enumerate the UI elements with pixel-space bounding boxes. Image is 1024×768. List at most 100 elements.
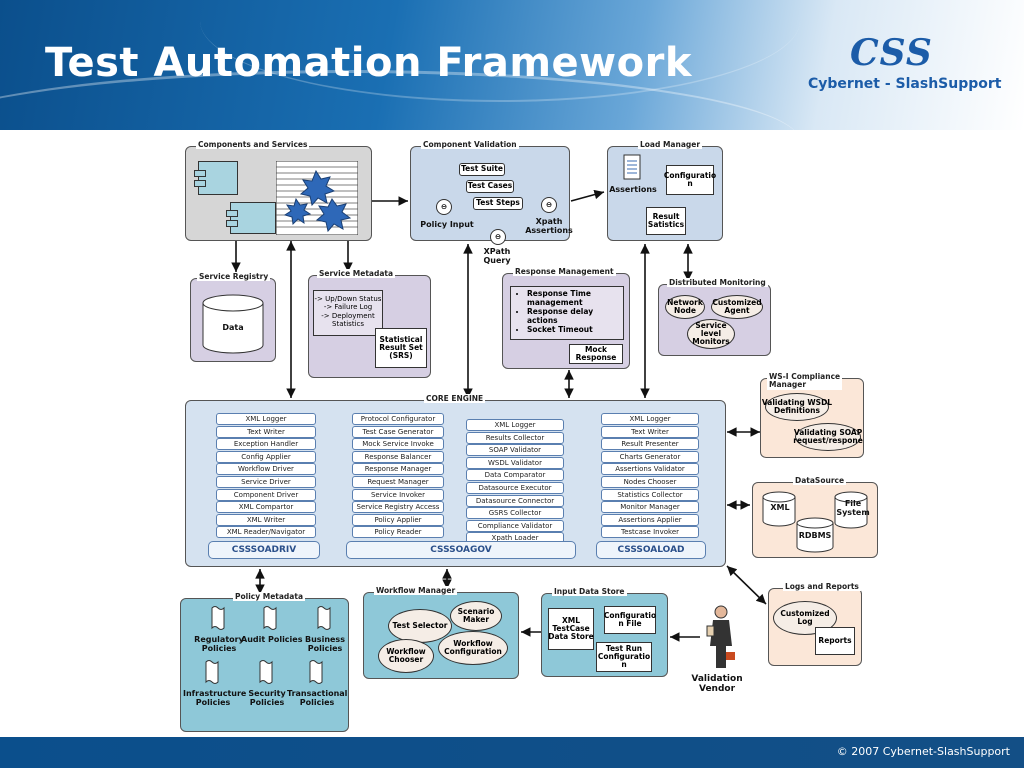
srs-doc: Statistical Result Set (SRS) bbox=[375, 328, 427, 368]
policy-scroll-icon bbox=[317, 606, 331, 630]
panel-title: DataSource bbox=[793, 476, 847, 485]
input-data-store-panel: Input Data Store XML TestCase Data Store… bbox=[541, 587, 668, 677]
logs-reports-panel: Logs and Reports Customized Log Reports bbox=[768, 582, 862, 666]
engine-module-item: Monitor Manager bbox=[601, 501, 699, 514]
engine-module-item: Workflow Driver bbox=[216, 463, 316, 476]
response-management-panel: Response Management Response Time manage… bbox=[502, 267, 630, 369]
configuration-doc: Configuratio n bbox=[664, 165, 716, 195]
engine-module-item: Statistics Collector bbox=[601, 488, 699, 501]
component-icon bbox=[194, 161, 238, 195]
engine-module-item: Text Writer bbox=[601, 425, 699, 438]
service-level-monitors-ellipse: Service level Monitors bbox=[687, 319, 735, 349]
engine-module-item: Compliance Validator bbox=[466, 519, 564, 532]
service-metadata-panel: Service Metadata -> Up/Down Status -> Fa… bbox=[308, 269, 431, 378]
engine-module-item: Request Manager bbox=[352, 476, 444, 488]
xpath-query-label: XPath Query bbox=[483, 247, 511, 266]
service-registry-panel: Service Registry Data bbox=[190, 272, 276, 362]
policy-label: Infrastructure Policies bbox=[183, 689, 247, 708]
engine-module-item: Service Registry Access bbox=[352, 501, 444, 514]
css-logo: CSS bbox=[850, 32, 933, 74]
policy-scroll-icon bbox=[259, 660, 273, 684]
engine-module-item: Config Applier bbox=[216, 450, 316, 463]
engine-module-item: Response Balancer bbox=[352, 450, 444, 463]
policy-label: Business Policies bbox=[305, 635, 345, 654]
panel-title: Distributed Monitoring bbox=[667, 278, 768, 287]
engine-module-item: Charts Generator bbox=[601, 450, 699, 463]
engine-module-item: Service Invoker bbox=[352, 488, 444, 501]
engine-module-item: Result Presenter bbox=[601, 438, 699, 451]
panel-title: Response Management bbox=[513, 267, 616, 276]
test-selector-ellipse: Test Selector bbox=[388, 609, 452, 643]
reports-doc: Reports bbox=[815, 627, 855, 655]
engine-module-item: SOAP Validator bbox=[466, 444, 564, 457]
validating-wsdl-ellipse: Validating WSDL Definitions bbox=[762, 393, 832, 421]
csssoagov-engine: CSSSOAGOV bbox=[346, 541, 576, 559]
services-cloud-icon bbox=[276, 161, 358, 235]
metadata-list: -> Up/Down Status -> Failure Log -> Depl… bbox=[313, 290, 383, 336]
response-bullets: Response Time management Response delay … bbox=[510, 286, 624, 340]
workflow-chooser-ellipse: Workflow Chooser bbox=[378, 639, 434, 673]
test-run-configuration-doc: Test Run Configuratio n bbox=[596, 642, 652, 672]
panel-title: Load Manager bbox=[638, 140, 703, 149]
panel-title: WS-I Compliance Manager bbox=[767, 372, 843, 390]
xml-label: XML bbox=[770, 503, 790, 512]
engine-module-item: Text Writer bbox=[216, 425, 316, 438]
configuration-file-doc: Configuratio n File bbox=[604, 606, 656, 634]
xpath-assertions-label: Xpath Assertions bbox=[525, 217, 573, 236]
engine-module-item: XML Logger bbox=[601, 413, 699, 425]
load-manager-panel: Load Manager Assertions Configuratio n R… bbox=[607, 140, 723, 241]
engine-module-item: XML Compartor bbox=[216, 501, 316, 514]
panel-title: Workflow Manager bbox=[374, 586, 458, 595]
panel-title: Components and Services bbox=[196, 140, 310, 149]
engine-module-item: GSRS Collector bbox=[466, 507, 564, 520]
engine-module-item: Assertions Applier bbox=[601, 513, 699, 526]
xpath-assertions-icon: ⊖ bbox=[541, 197, 557, 213]
slide-footer: © 2007 Cybernet-SlashSupport bbox=[0, 737, 1024, 768]
panel-title: Input Data Store bbox=[552, 587, 627, 596]
slide-title: Test Automation Framework bbox=[45, 40, 692, 86]
assertions-scroll-icon bbox=[623, 154, 641, 180]
engine-module-item: Exception Handler bbox=[216, 438, 316, 451]
policy-input-icon: ⊖ bbox=[436, 199, 452, 215]
slide-header: Test Automation Framework CSS Cybernet -… bbox=[0, 0, 1024, 130]
person-icon bbox=[706, 605, 735, 668]
engine-module-item: WSDL Validator bbox=[466, 456, 564, 469]
engine-module-item: Results Collector bbox=[466, 431, 564, 444]
header-swoosh bbox=[200, 0, 800, 102]
bullet-item: Response Time management bbox=[527, 289, 623, 307]
assertions-label: Assertions bbox=[609, 185, 657, 194]
workflow-configuration-ellipse: Workflow Configuration bbox=[438, 631, 508, 665]
panel-title: Logs and Reports bbox=[783, 582, 861, 591]
file-system-label: File System bbox=[836, 499, 870, 518]
bullet-item: Socket Timeout bbox=[527, 325, 623, 334]
engine-module-item: Mock Service Invoke bbox=[352, 438, 444, 451]
engine-module-item: Protocol Configurator bbox=[352, 413, 444, 425]
xml-testcase-doc: XML TestCase Data Store bbox=[548, 608, 594, 650]
engine-module-item: Service Driver bbox=[216, 476, 316, 488]
engine-module-item: XML Logger bbox=[216, 413, 316, 425]
engine-module-item: Datasource Connector bbox=[466, 494, 564, 507]
engine-module-item: Policy Applier bbox=[352, 513, 444, 526]
policy-scroll-icon bbox=[211, 606, 225, 630]
engine-module-item: Policy Reader bbox=[352, 526, 444, 539]
network-node-ellipse: Network Node bbox=[665, 295, 705, 319]
policy-scroll-icon bbox=[263, 606, 277, 630]
result-statistics-doc: Result Satistics bbox=[646, 207, 686, 235]
panel-title: Service Metadata bbox=[317, 269, 396, 278]
panel-title: Component Validation bbox=[421, 140, 519, 149]
components-services-panel: Components and Services bbox=[185, 140, 372, 241]
engine-module-item: Assertions Validator bbox=[601, 463, 699, 476]
policy-label: Audit Policies bbox=[241, 635, 303, 644]
engine-module-item: Test Case Generator bbox=[352, 425, 444, 438]
policy-input-label: Policy Input bbox=[420, 220, 474, 229]
company-tagline: Cybernet - SlashSupport bbox=[808, 76, 1002, 92]
policy-label: Transactional Policies bbox=[287, 689, 348, 708]
engine-module-item: Nodes Chooser bbox=[601, 476, 699, 488]
engine-module-item: Data Comparator bbox=[466, 469, 564, 482]
policy-scroll-icon bbox=[309, 660, 323, 684]
data-label: Data bbox=[222, 323, 244, 332]
engine-module-item: Testcase Invoker bbox=[601, 526, 699, 539]
distributed-monitoring-panel: Distributed Monitoring Network Node Cust… bbox=[658, 278, 771, 356]
